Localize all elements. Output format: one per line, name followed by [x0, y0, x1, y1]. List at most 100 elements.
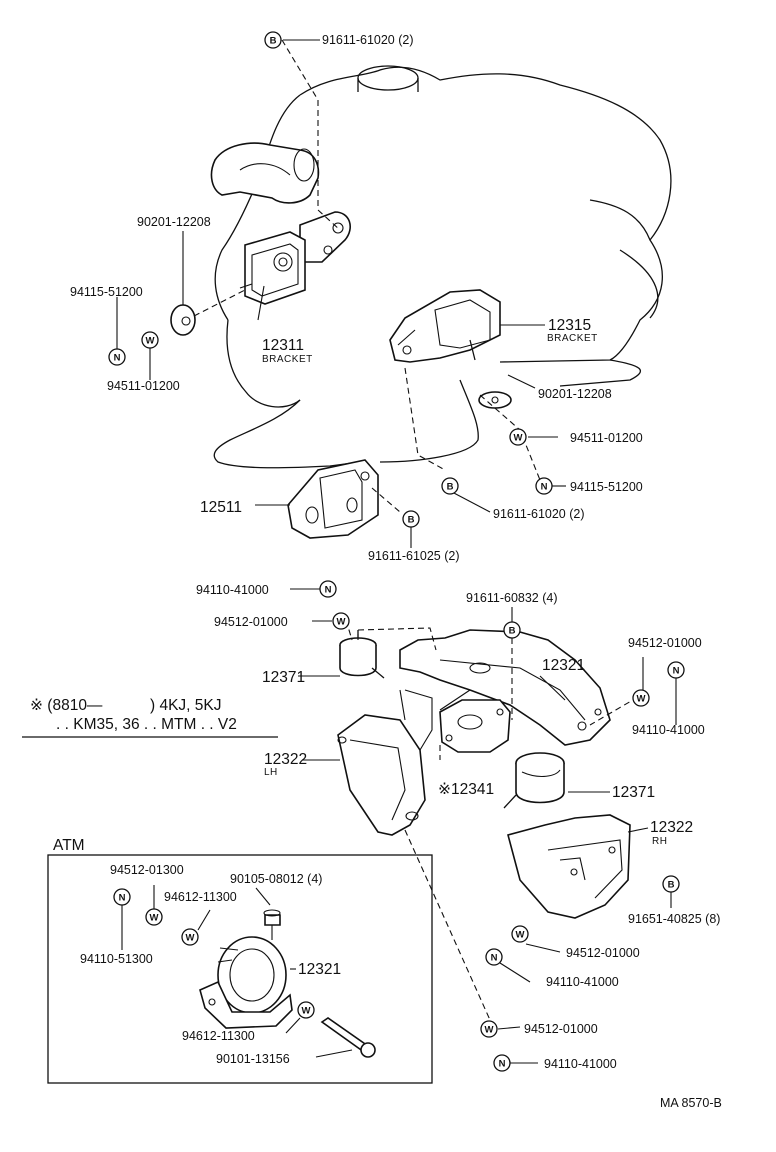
bolt-symbol: B	[503, 621, 521, 639]
svg-text:N: N	[673, 666, 680, 677]
part-label: 94511-01200	[107, 379, 180, 393]
part-label: 12311	[262, 337, 304, 354]
svg-text:N: N	[491, 953, 498, 964]
part-label: 94115-51200	[70, 285, 143, 299]
svg-text:W: W	[637, 694, 646, 705]
svg-text:B: B	[668, 880, 675, 891]
svg-text:B: B	[270, 36, 277, 47]
atm-mount-12321	[199, 936, 293, 1029]
mount-12511	[287, 459, 379, 539]
nut-symbol: N	[319, 580, 337, 598]
drawing-code: MA 8570-B	[660, 1096, 722, 1110]
svg-text:W: W	[337, 617, 346, 628]
svg-text:W: W	[485, 1025, 494, 1036]
insulator-12371-left	[339, 630, 385, 679]
washer-right	[478, 391, 512, 409]
part-label: 94612-11300	[164, 890, 237, 904]
svg-text:B: B	[509, 626, 516, 637]
part-label: 12321	[542, 657, 585, 674]
part-label: 94110-41000	[196, 583, 269, 597]
part-label: 12322	[264, 751, 307, 768]
svg-text:N: N	[114, 353, 121, 364]
part-sublabel: LH	[264, 767, 278, 778]
part-label: 94512-01000	[566, 946, 640, 960]
nut-symbol: N	[108, 348, 126, 366]
svg-text:B: B	[408, 515, 415, 526]
svg-text:W: W	[516, 930, 525, 941]
crossmember-12321	[399, 629, 611, 746]
washer-symbol: W	[480, 1020, 498, 1038]
svg-text:N: N	[541, 482, 548, 493]
part-label: ※12341	[438, 781, 494, 798]
part-label: 91611-60832 (4)	[466, 591, 558, 605]
svg-text:. . KM35, 36 . . MTM . . V2: . . KM35, 36 . . MTM . . V2	[56, 716, 237, 733]
part-label: 90201-12208	[137, 215, 211, 229]
atm-bolt-90105	[263, 909, 281, 940]
bracket-12322-rh	[507, 814, 631, 919]
svg-text:W: W	[514, 433, 523, 444]
atm-bolt-90101	[320, 1017, 376, 1058]
engine-block	[210, 65, 672, 469]
part-label: 94512-01000	[214, 615, 288, 629]
part-sublabel: BRACKET	[262, 354, 313, 365]
atm-inset: ATM N W W W 94512-01300	[47, 837, 433, 1084]
svg-text:W: W	[150, 913, 159, 924]
symbol-markers: B N W W N B B N W B W N B W N W N	[108, 31, 685, 1072]
part-label: 94110-41000	[544, 1057, 617, 1071]
nut-symbol: N	[113, 888, 131, 906]
part-label: 12511	[200, 499, 242, 516]
washer-symbol: W	[332, 612, 350, 630]
leader-lines	[116, 39, 677, 1064]
part-sublabel: BRACKET	[547, 333, 598, 344]
part-label: 94110-41000	[632, 723, 705, 737]
part-label: 94110-51300	[80, 952, 153, 966]
part-label: 90101-13156	[216, 1052, 290, 1066]
part-label: 94511-01200	[570, 431, 643, 445]
svg-text:N: N	[119, 893, 126, 904]
insulator-12371-right	[503, 752, 565, 809]
bolt-symbol: B	[264, 31, 282, 49]
nut-symbol: N	[667, 661, 685, 679]
svg-text:) 4KJ, 5KJ: ) 4KJ, 5KJ	[150, 697, 222, 714]
part-label: 91611-61025 (2)	[368, 549, 460, 563]
part-label: 94512-01000	[524, 1022, 598, 1036]
washer-symbol: W	[632, 689, 650, 707]
nut-symbol: N	[493, 1054, 511, 1072]
washer-symbol: W	[509, 428, 527, 446]
washer-symbol: W	[511, 925, 529, 943]
part-sublabel: RH	[652, 836, 667, 847]
part-label: 12321	[298, 961, 341, 978]
part-label: 94512-01300	[110, 863, 184, 877]
part-label: 91611-61020 (2)	[493, 507, 585, 521]
part-label: 91611-61020 (2)	[322, 33, 414, 47]
bolt-symbol: B	[662, 875, 680, 893]
washer-symbol: W	[145, 908, 163, 926]
part-label: 12371	[612, 784, 655, 801]
part-label: 94115-51200	[570, 480, 643, 494]
atm-title: ATM	[53, 837, 85, 854]
part-label: 94110-41000	[546, 975, 619, 989]
bracket-12311	[239, 231, 306, 305]
pad-12341	[439, 699, 511, 753]
part-label: 91651-40825 (8)	[628, 912, 720, 926]
svg-text:W: W	[146, 336, 155, 347]
washer-left	[170, 304, 196, 336]
part-label: 90201-12208	[538, 387, 612, 401]
svg-text:W: W	[186, 933, 195, 944]
bracket-12322-lh	[337, 689, 433, 836]
svg-text:N: N	[499, 1059, 506, 1070]
washer-symbol: W	[297, 1001, 315, 1019]
svg-text:N: N	[325, 585, 332, 596]
part-label: 94512-01000	[628, 636, 702, 650]
svg-text:※ (8810—: ※ (8810—	[30, 697, 103, 714]
svg-text:B: B	[447, 482, 454, 493]
part-label: 90105-08012 (4)	[230, 872, 322, 886]
part-labels: 91611-61020 (2) 90201-12208 94115-51200 …	[70, 33, 720, 1071]
application-note: ※ (8810— ) 4KJ, 5KJ . . KM35, 36 . . MTM…	[22, 697, 278, 738]
bolt-symbol: B	[441, 477, 459, 495]
bolt-symbol: B	[402, 510, 420, 528]
svg-text:W: W	[302, 1006, 311, 1017]
washer-symbol: W	[141, 331, 159, 349]
part-label: 94612-11300	[182, 1029, 255, 1043]
